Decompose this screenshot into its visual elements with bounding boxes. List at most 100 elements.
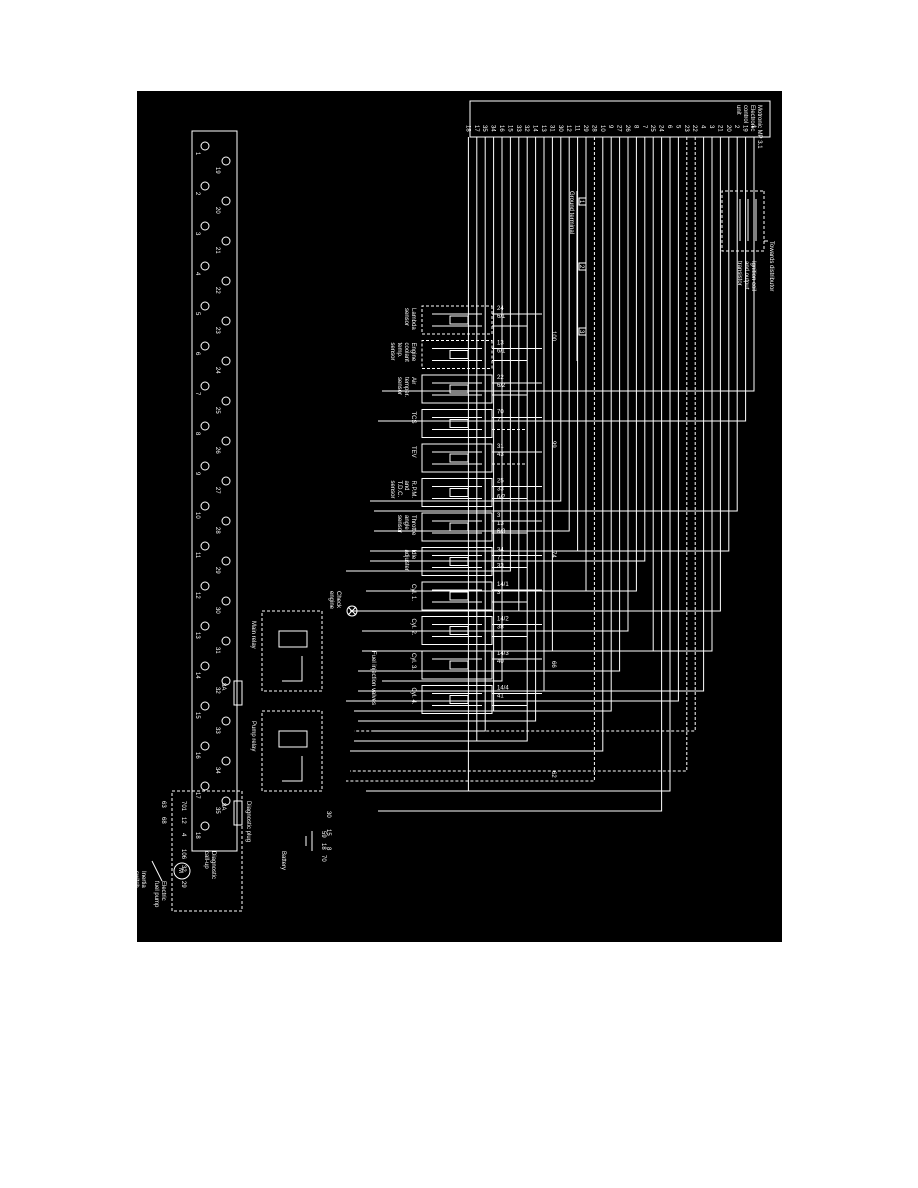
diag-wire-12: 12 [180,817,186,824]
wire-ecu-pin-11 [378,137,579,552]
switch-label-30: 30 [325,811,331,818]
connector-pin-label-20: 20 [214,207,220,214]
fuse-label-1: 8A [220,683,226,690]
component-pin-inj3-0: 14/3 [497,651,509,657]
connector-pin-label-21: 21 [214,247,220,254]
connector-pin-label-8: 8 [194,432,200,436]
inertia-switch-contact [151,860,163,882]
component-inner-idle [432,555,482,568]
connector-pin-label-3: 3 [194,232,200,236]
ignition-coil-windings [739,199,757,241]
ecu-pin-23: 23 [683,125,689,132]
component-element-rpm [449,488,469,497]
connector-pin-label-25: 25 [214,407,220,414]
wire-ecu-pin-16 [382,137,503,682]
component-pin-inj4-1: 41 [497,694,504,700]
component-label-idle-line-2: adjuster [403,550,409,571]
component-element-lambda [449,315,469,325]
ecu-pin-34: 34 [490,125,496,132]
ecu-pin-13: 13 [540,125,546,132]
component-box-coolant [421,340,493,369]
ecu-pin-31: 31 [548,125,554,132]
connector-pin-label-13: 13 [194,632,200,639]
component-box-tcs [421,409,493,438]
component-label-air-line-2: temper. [403,377,409,397]
component-pin-rpm-2: 6/2 [497,495,506,501]
wire-ecu-pin-6 [382,137,671,792]
ignition-coil-label-line-1: Ignition coil [750,261,756,291]
connector-pin-label-33: 33 [214,727,220,734]
wire-ecu-pin-14 [358,137,537,722]
component-label-idle-line-1: Idle [410,550,416,560]
wire-ecu-pin-5 [346,137,679,702]
component-label-rpm-line-4: sensor [389,481,395,499]
battery-wire-70: 70 [320,855,326,862]
component-inner-inj4 [432,693,482,706]
connector-pin-23 [221,316,231,326]
ecu-pin-20: 20 [725,125,731,132]
component-element-inj4 [449,695,469,704]
component-inner-tcs [432,417,482,430]
wiring-diagram-svg: Motronic MP 3.1Electroniccontrolunit1192… [137,100,774,912]
wire-ecu-pin-17 [370,137,478,742]
fuel-pump-label-line-1: Electric [160,881,166,901]
connector-pin-7 [200,381,210,391]
connector-pin-label-31: 31 [214,647,220,654]
connector-pin-18 [200,821,210,831]
wire-ecu-pin-7 [370,137,646,562]
check-engine-label-line-1: Check [335,591,341,609]
component-element-inj1 [449,591,469,601]
diag-wire-4: 4 [180,833,186,837]
ecu-pin-12: 12 [565,125,571,132]
connector-pin-27 [221,476,231,486]
component-inner-tev [432,451,482,465]
component-label-throttle-line-2: angle [403,515,409,530]
component-pin-idle-1: 71 [497,556,504,562]
ecu-pin-11: 11 [574,125,580,132]
component-pin-coolant-1: 6/1 [497,349,506,355]
diagnostic-plug: Diagnostic plugDiagnosticcall-up70112410… [160,801,251,888]
wire-ecu-pin-13 [362,137,545,692]
ecu-pin-29: 29 [582,125,588,132]
wire-ecu-pin-10 [350,137,604,752]
component-label-inj1-line-1: Cyl. 1. [410,584,416,601]
connector-pin-label-5: 5 [194,312,200,316]
connector-pin-13 [200,621,210,631]
diag-wire-63: 63 [160,801,166,808]
wire-ecu-pin-24 [378,137,663,812]
component-label-inj2-line-1: Cyl. 2. [410,619,416,636]
ecu-pin-21: 21 [716,125,722,132]
misc-label-100: 100 [550,331,556,342]
ecu-pin-4: 4 [700,125,706,129]
toward-distributor-label: Towards distributor [768,241,774,291]
ground-mark-3 [578,327,587,336]
misc-label-99: 99 [550,441,556,448]
component-pin-inj2-0: 14/2 [497,617,509,623]
wire-ecu-pin-26 [362,137,629,632]
ground-mark-label-3: 3 [578,330,584,334]
component-label-coolant-line-4: sensor [389,343,395,361]
ecu-pin-25: 25 [649,125,655,132]
component-inner-inj1 [432,589,482,603]
component-element-throttle [449,522,469,532]
ecu-pin-35: 35 [481,125,487,132]
ecu-pin-10: 10 [599,125,605,132]
inertia-switch-label-line-1: Inertia [140,871,146,888]
wire-ecu-pin-4 [358,137,705,692]
component-label-coolant-line-3: temp. [396,343,402,358]
component-pin-throttle-1: 13 [497,521,504,527]
component-label-coolant-line-1: Engine [410,343,416,362]
ecu-pin-15: 15 [506,125,512,132]
connector-pin-2 [200,181,210,191]
connector-outline [191,130,238,852]
component-pin-rpm-0: 25 [497,479,504,485]
wire-ecu-pin-1 [382,137,755,392]
pump-relay-label: Pump relay [250,721,256,751]
misc-label-74: 74 [550,551,556,558]
